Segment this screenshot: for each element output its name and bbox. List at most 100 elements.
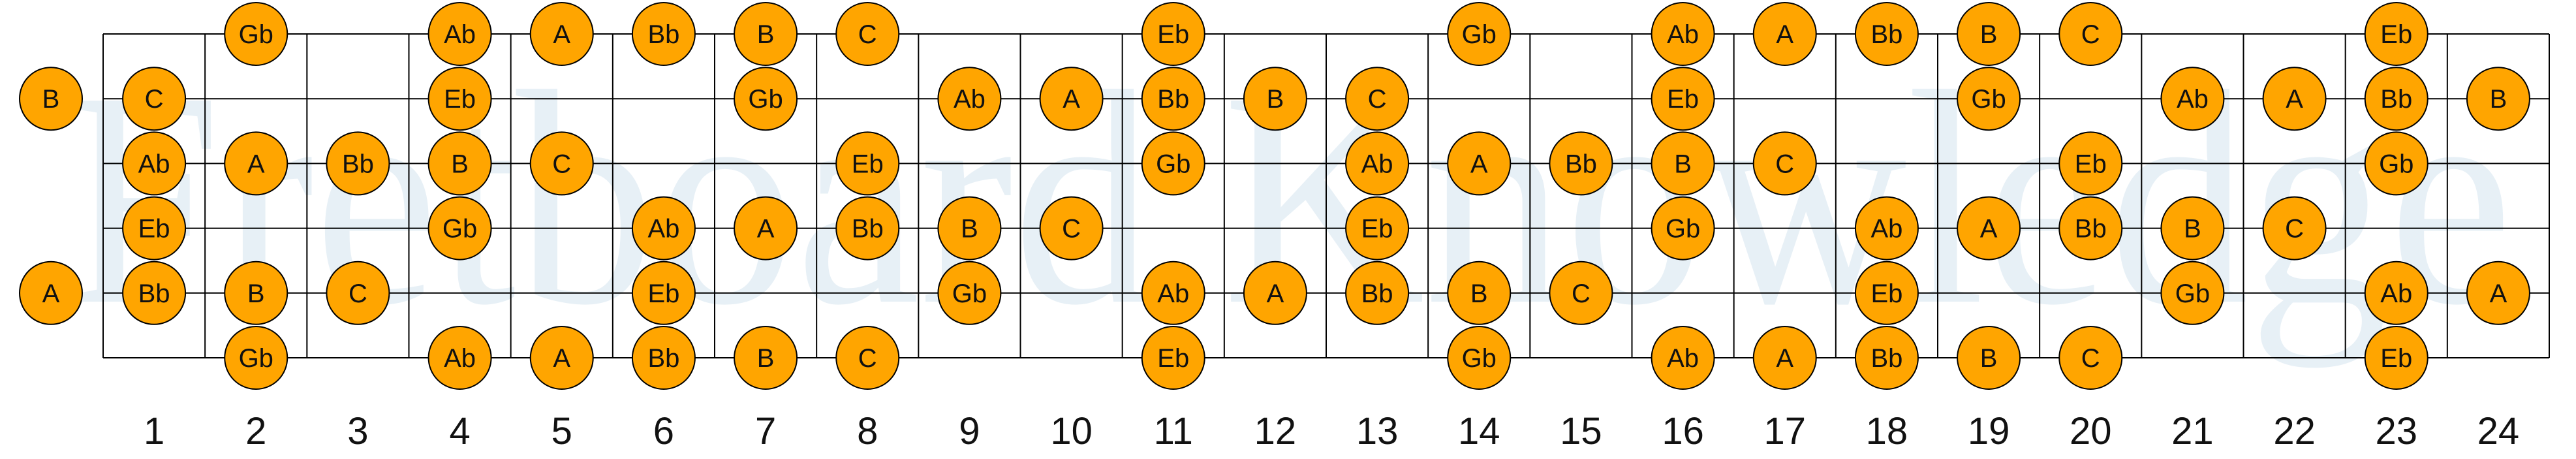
note-label: Bb — [342, 150, 374, 178]
note-label: B — [1470, 279, 1488, 308]
note-circle — [1141, 261, 1205, 325]
note-marker: C — [835, 2, 900, 66]
note-circle — [1752, 326, 1817, 390]
note-label: Ab — [1870, 215, 1902, 244]
note-circle — [1854, 261, 1919, 325]
note-circle — [122, 261, 187, 325]
note-label: Ab — [1157, 279, 1189, 308]
note-label: Eb — [2075, 150, 2107, 178]
note-marker: Eb — [835, 131, 900, 196]
note-circle — [1651, 326, 1715, 390]
note-circle — [1345, 131, 1410, 196]
note-label: C — [2081, 344, 2100, 373]
note-label: Eb — [647, 279, 679, 308]
note-marker: C — [2262, 196, 2327, 261]
note-marker: Gb — [2160, 261, 2225, 325]
note-circle — [224, 131, 288, 196]
fret-number: 1 — [144, 410, 164, 452]
note-marker: Ab — [2364, 261, 2429, 325]
note-label: A — [1267, 279, 1284, 308]
note-circle — [1141, 2, 1205, 66]
note-circle — [1243, 261, 1307, 325]
note-circle — [2160, 196, 2225, 261]
note-circle — [1141, 326, 1205, 390]
note-circle — [937, 67, 1002, 131]
note-marker: Eb — [1854, 261, 1919, 325]
note-marker: Ab — [122, 131, 187, 196]
note-label: Gb — [1666, 215, 1700, 244]
note-label: A — [1776, 20, 1793, 49]
note-label: Eb — [1157, 344, 1189, 373]
note-circle — [734, 67, 798, 131]
note-label: Gb — [1156, 150, 1190, 178]
note-marker: Eb — [427, 67, 492, 131]
note-circle — [122, 67, 187, 131]
fret-number: 3 — [347, 410, 368, 452]
fret-number: 8 — [857, 410, 878, 452]
note-marker: Ab — [1651, 2, 1715, 66]
note-label: Bb — [138, 279, 170, 308]
fret-number: 24 — [2477, 410, 2520, 452]
note-label: C — [2285, 215, 2304, 244]
note-marker: B — [734, 326, 798, 390]
note-circle — [631, 2, 696, 66]
note-circle — [2466, 67, 2530, 131]
note-label: B — [247, 279, 265, 308]
note-label: B — [2184, 215, 2201, 244]
note-label: A — [2286, 85, 2303, 114]
fret-number: 15 — [1560, 410, 1602, 452]
note-label: A — [1980, 215, 1998, 244]
note-label: Eb — [2380, 344, 2412, 373]
note-marker: Bb — [1854, 326, 1919, 390]
note-marker: Eb — [1345, 196, 1410, 261]
note-label: Gb — [442, 215, 477, 244]
note-circle — [1039, 67, 1104, 131]
note-circle — [1039, 196, 1104, 261]
note-circle — [19, 261, 83, 325]
note-label: B — [1980, 20, 1998, 49]
note-circle — [1651, 196, 1715, 261]
note-marker: B — [1957, 2, 2021, 66]
note-circle — [835, 2, 900, 66]
note-marker: Bb — [2058, 196, 2123, 261]
note-label: C — [1368, 85, 1387, 114]
note-label: A — [553, 20, 570, 49]
note-label: Eb — [444, 85, 476, 114]
fret-number: 13 — [1356, 410, 1399, 452]
note-marker: Bb — [631, 326, 696, 390]
note-circle — [2466, 261, 2530, 325]
note-label: Ab — [1667, 344, 1699, 373]
note-label: Ab — [444, 344, 476, 373]
note-marker: Bb — [2364, 67, 2429, 131]
note-marker: A — [1243, 261, 1307, 325]
note-label: Bb — [2380, 85, 2412, 114]
fret-number: 19 — [1968, 410, 2010, 452]
note-label: C — [145, 85, 164, 114]
note-circle — [19, 67, 83, 131]
note-marker: Ab — [427, 326, 492, 390]
note-circle — [427, 326, 492, 390]
note-circle — [1447, 2, 1512, 66]
note-label: Gb — [239, 344, 273, 373]
note-circle — [1854, 196, 1919, 261]
note-label: Bb — [1361, 279, 1393, 308]
note-circle — [2058, 2, 2123, 66]
fret-number: 5 — [551, 410, 572, 452]
note-marker: Eb — [2364, 326, 2429, 390]
note-circle — [122, 131, 187, 196]
note-label: Gb — [2379, 150, 2413, 178]
note-label: Ab — [2177, 85, 2209, 114]
note-label: B — [42, 85, 60, 114]
note-marker: Gb — [224, 2, 288, 66]
fret-number: 11 — [1154, 410, 1193, 452]
note-marker: Gb — [224, 326, 288, 390]
note-marker: Bb — [835, 196, 900, 261]
note-marker: Eb — [1141, 326, 1205, 390]
note-label: Bb — [1565, 150, 1597, 178]
note-circle — [2364, 326, 2429, 390]
note-marker: Bb — [1854, 2, 1919, 66]
note-circle — [835, 326, 900, 390]
note-marker: Gb — [1957, 67, 2021, 131]
